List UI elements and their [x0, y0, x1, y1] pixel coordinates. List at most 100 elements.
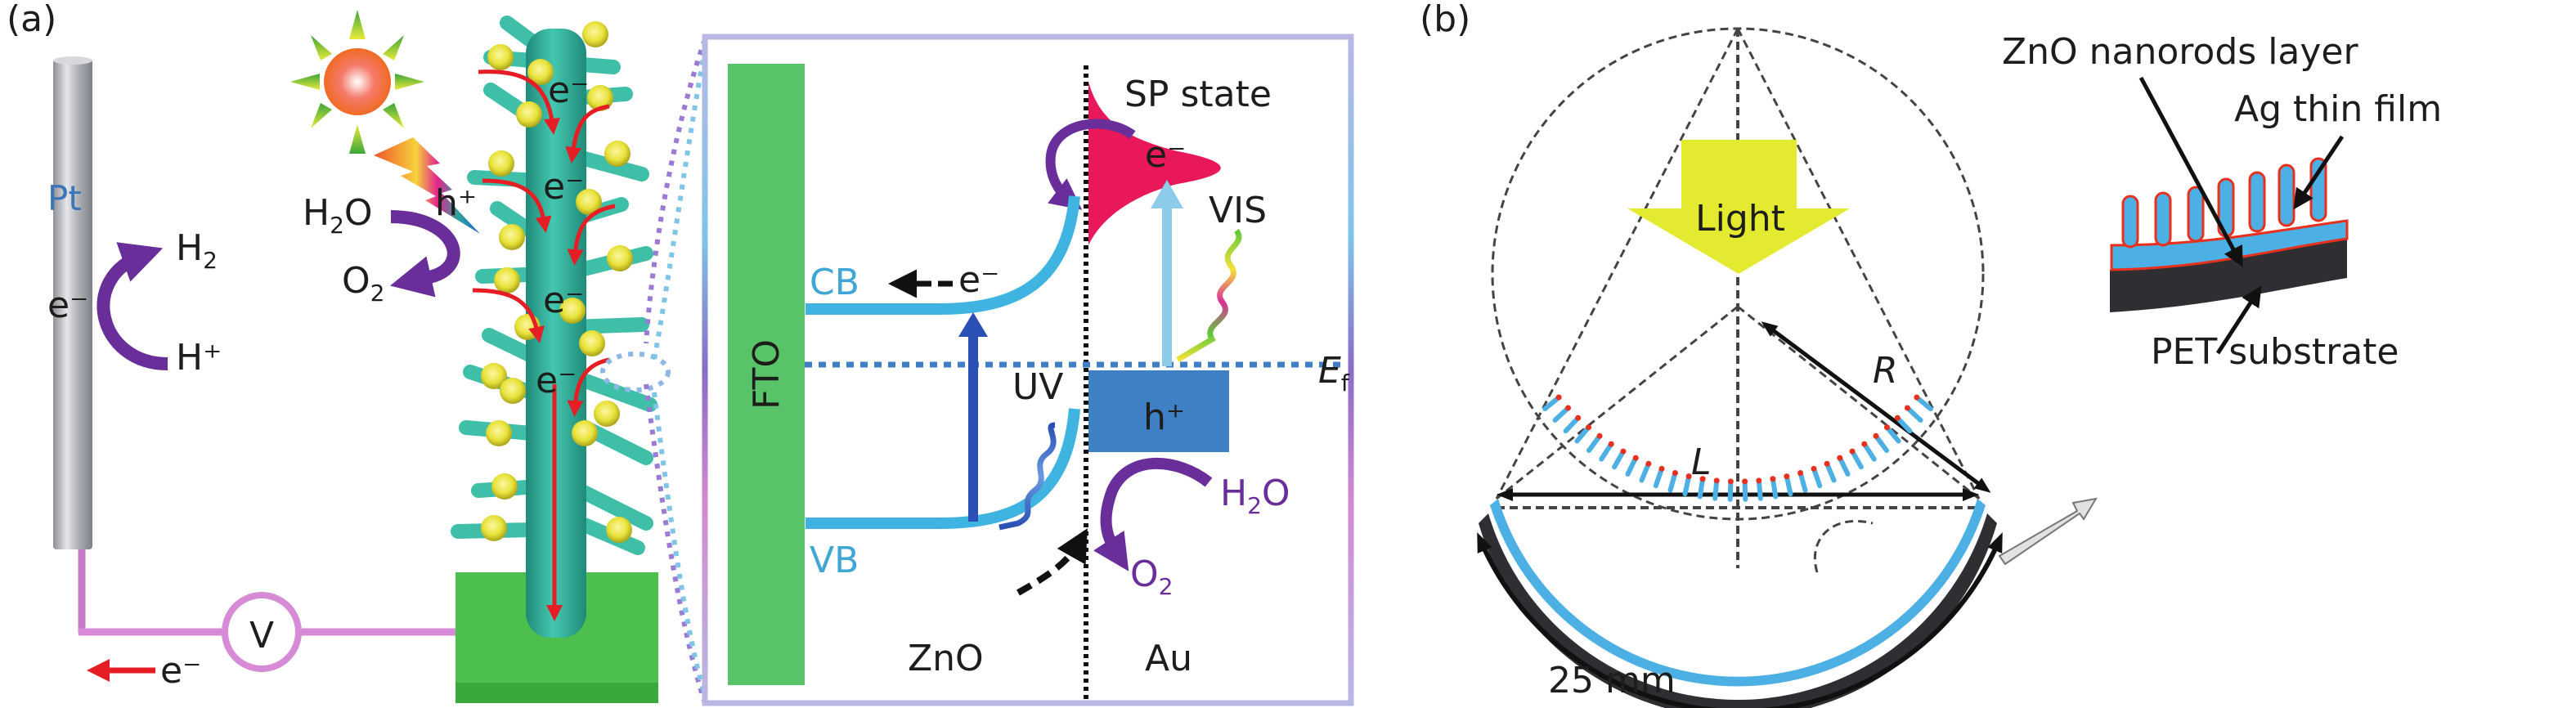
ag-coating-tip [1727, 478, 1734, 485]
water-label-b: H2O [1220, 473, 1290, 519]
ag-coating-tip [1883, 424, 1890, 431]
nanorod [1599, 441, 1614, 462]
external-electron-label: e⁻ [160, 650, 201, 692]
nanorod [1574, 424, 1591, 444]
ag-coating-tip [1658, 465, 1665, 472]
nanorod [1824, 461, 1837, 483]
ag-coating-tip [1904, 405, 1910, 411]
film-callout-arrow [2293, 135, 2345, 210]
zoom-guides [600, 38, 707, 704]
ag-coating-tip [1632, 455, 1639, 461]
nanorod [1797, 470, 1808, 493]
nanorod [1653, 466, 1664, 489]
ag-coating-tip [1596, 432, 1603, 439]
pet-substrate-detail [2110, 237, 2347, 312]
sun-icon [290, 10, 424, 154]
nanorod [1756, 477, 1763, 501]
arc-length-label: 25 mm [1548, 660, 1676, 701]
vis-excitation-arrowhead [1151, 180, 1183, 208]
nanorod [1667, 470, 1678, 493]
ag-coating-tip [1713, 477, 1720, 484]
nanorod [1625, 455, 1639, 477]
sp-state-distribution [1088, 82, 1221, 245]
tree-electron-label-4: e⁻ [536, 360, 577, 401]
voltmeter-label: V [249, 615, 274, 656]
nanorod [1850, 449, 1864, 470]
panel-label-a: (a) [7, 0, 56, 40]
curvature-circle [1491, 27, 1985, 521]
nanorod [1895, 415, 1913, 434]
oxygen-label-a: O2 [342, 260, 384, 307]
ag-coating-tip [1784, 473, 1790, 480]
radius-label: R [1873, 350, 1898, 392]
uv-label: UV [1012, 366, 1063, 408]
nanorod-detail [2121, 195, 2139, 249]
oxygen-label-b: O2 [1130, 553, 1173, 600]
h2-label: H2 [176, 227, 218, 274]
nanorod [1905, 405, 1923, 423]
cb-label: CB [810, 262, 859, 303]
uv-photon-wave [999, 422, 1057, 531]
nanorod [1861, 441, 1877, 462]
geometry-construction [1491, 27, 1985, 573]
fto-layer [728, 64, 805, 685]
water-oxidation-arrow [1093, 457, 1213, 571]
fermi-level-label: Ef [1318, 350, 1350, 397]
ag-coating-tip [1672, 469, 1678, 476]
pt-rod-top [53, 56, 92, 65]
cb-electron-label: e⁻ [958, 259, 999, 301]
nanorod [1552, 405, 1571, 423]
chord-label: L [1691, 441, 1712, 483]
ag-coating-tip [1555, 394, 1562, 401]
ag-coating-tip [1797, 469, 1804, 476]
nanorod [1563, 415, 1581, 434]
external-circuit: V e⁻ [78, 549, 458, 692]
ag-coating-tip [1756, 477, 1762, 484]
arc-length-arrow [1477, 532, 2003, 708]
ag-coating-tip [1914, 394, 1920, 401]
sp-electron-label: e⁻ [1145, 134, 1186, 176]
vb-label: VB [810, 540, 859, 581]
au-label: Au [1145, 638, 1192, 679]
nanorod [1873, 433, 1890, 453]
substrate-callout-arrow [2215, 285, 2262, 355]
pt-electrode: Pt e⁻ [47, 56, 92, 549]
ag-coating-tip [1873, 432, 1879, 439]
ag-coating-tip [1608, 441, 1614, 447]
electron-injection-arrow [1045, 119, 1136, 210]
ag-coating-tip [1894, 414, 1901, 421]
nanorod [1914, 395, 1933, 412]
magnified-detail [2110, 157, 2349, 312]
hole-state-box [1088, 370, 1229, 452]
ag-coating-tip [1837, 455, 1843, 461]
light-bolt-icon [374, 137, 480, 234]
nanorod [1784, 473, 1793, 497]
hole-transfer-arrow [1016, 528, 1088, 596]
radius-arrow [1761, 321, 1991, 493]
ag-coating-tip [1575, 414, 1582, 421]
sp-state-label: SP state [1124, 74, 1272, 115]
voltmeter [222, 592, 302, 672]
nanorod [1697, 476, 1706, 500]
ag-coating-tip [1811, 465, 1817, 472]
panel-label-b: (b) [1420, 0, 1470, 40]
ag-coating-tip [1849, 448, 1856, 455]
ag-coating-tip [1645, 460, 1652, 467]
ag-coating-tip [1824, 460, 1830, 467]
ag-coating-tip [1699, 476, 1706, 482]
nanorod [1682, 473, 1692, 497]
nanorod-detail [2278, 164, 2296, 227]
curved-device [1479, 394, 1997, 708]
fto-label: FTO [746, 339, 788, 410]
ag-coating-tip [1770, 476, 1776, 482]
au-nanoparticles [481, 21, 633, 543]
nanotree-trunk [526, 29, 586, 638]
nanorod-detail [2187, 186, 2205, 243]
band-diagram: FTO Ef SP state e⁻ CB VB e⁻ UV [702, 34, 1354, 706]
ag-coating-tip [1861, 441, 1868, 447]
nanorod [1837, 455, 1851, 477]
nanorod [1586, 433, 1603, 453]
nanorod [1712, 477, 1720, 501]
oxygen-evolution-arrow [390, 210, 460, 298]
